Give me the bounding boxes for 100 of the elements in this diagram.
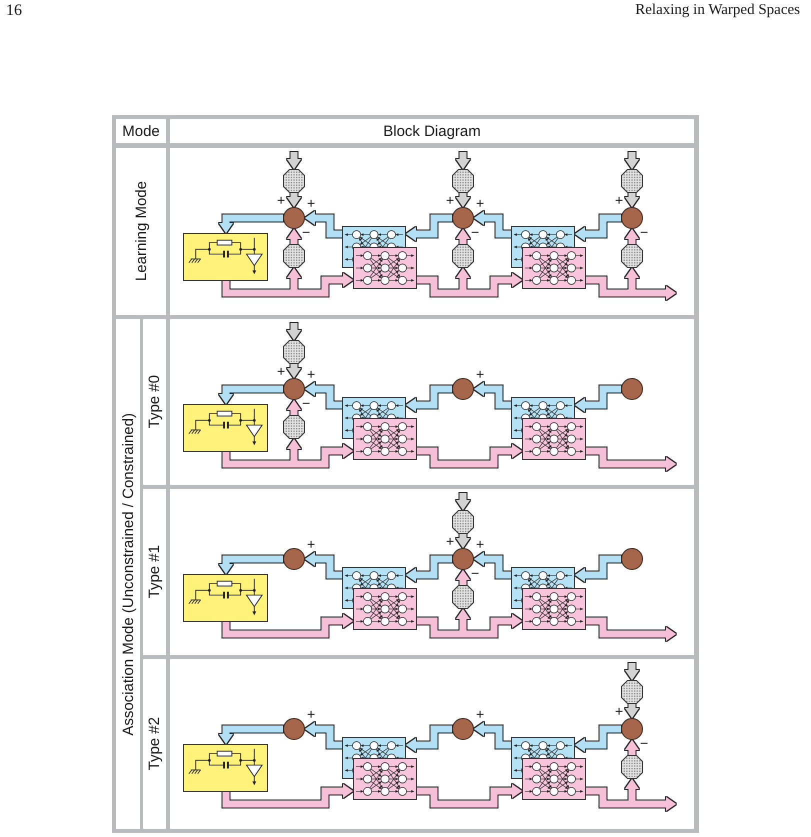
summing-junction bbox=[452, 207, 474, 229]
edge-label: + bbox=[307, 367, 316, 381]
row-header: Type #1 bbox=[146, 545, 163, 599]
arrow bbox=[406, 726, 452, 752]
arrow bbox=[406, 556, 452, 582]
octagon-node bbox=[621, 755, 643, 779]
edge-label: + bbox=[277, 364, 286, 378]
edge-label: + bbox=[615, 193, 624, 207]
summing-junction bbox=[621, 548, 643, 570]
arrow bbox=[287, 323, 301, 340]
summing-junction bbox=[452, 718, 474, 740]
octagon-node bbox=[621, 680, 643, 704]
row-header: Type #2 bbox=[146, 717, 163, 771]
arrow bbox=[305, 211, 342, 238]
edge-label: + bbox=[476, 537, 484, 551]
arrow bbox=[625, 704, 639, 718]
arrow bbox=[474, 722, 511, 748]
edge-label: + bbox=[446, 534, 454, 548]
connector-line bbox=[222, 281, 294, 296]
edge-label: + bbox=[615, 704, 624, 718]
octagon-node bbox=[621, 169, 643, 193]
arrow bbox=[417, 444, 522, 468]
column-header: Block Diagram bbox=[383, 122, 481, 140]
arrow bbox=[456, 570, 470, 585]
summing-junction bbox=[621, 378, 643, 400]
connector-line bbox=[586, 788, 632, 808]
arrow bbox=[625, 740, 639, 755]
arrow bbox=[287, 193, 301, 207]
arrow bbox=[456, 193, 470, 207]
arrow bbox=[219, 386, 283, 404]
arrow bbox=[632, 286, 676, 300]
arrow bbox=[219, 556, 283, 574]
summing-junction bbox=[283, 718, 305, 740]
octagon-node bbox=[452, 585, 474, 609]
arrow bbox=[586, 448, 676, 471]
arrow bbox=[287, 229, 301, 244]
edge-label: − bbox=[302, 396, 310, 410]
arrow bbox=[474, 382, 511, 408]
arrow bbox=[586, 618, 676, 641]
row-header: Learning Mode bbox=[132, 181, 150, 282]
arrow bbox=[305, 382, 342, 408]
summing-junction bbox=[283, 548, 305, 570]
row-header: Association Mode (Unconstrained / Constrained) bbox=[120, 412, 136, 736]
arrow bbox=[575, 726, 621, 752]
arrow bbox=[287, 364, 301, 378]
connector-line bbox=[417, 618, 463, 638]
edge-label: − bbox=[471, 566, 480, 580]
arrow bbox=[219, 726, 283, 744]
arrow bbox=[406, 386, 452, 412]
arrow bbox=[305, 552, 342, 578]
summing-junction bbox=[452, 548, 474, 570]
edge-label: − bbox=[302, 225, 310, 239]
arrow bbox=[575, 386, 621, 412]
summing-junction bbox=[452, 378, 474, 400]
octagon-node bbox=[283, 415, 305, 439]
edge-label: + bbox=[277, 193, 286, 207]
connector-line bbox=[417, 276, 463, 296]
column-header: Mode bbox=[122, 122, 160, 140]
page-number: 16 bbox=[6, 1, 22, 20]
arrow bbox=[456, 534, 470, 548]
arrow bbox=[219, 214, 283, 233]
summing-junction bbox=[621, 207, 643, 229]
connector-line bbox=[586, 276, 632, 296]
edge-label: − bbox=[640, 736, 648, 750]
octagon-node bbox=[452, 244, 474, 268]
edge-label: + bbox=[307, 196, 316, 210]
connector-line bbox=[222, 452, 294, 468]
running-header: Relaxing in Warped Spaces bbox=[635, 1, 800, 19]
arrow bbox=[222, 784, 353, 808]
octagon-node bbox=[283, 244, 305, 268]
edge-label: + bbox=[446, 193, 454, 207]
arrow bbox=[417, 784, 522, 808]
arrow bbox=[456, 152, 470, 169]
octagon-node bbox=[452, 169, 474, 193]
edge-label: + bbox=[476, 367, 484, 381]
arrow bbox=[575, 214, 621, 241]
arrow bbox=[625, 152, 639, 169]
arrow bbox=[222, 614, 353, 638]
summing-junction bbox=[283, 207, 305, 229]
arrow bbox=[287, 152, 301, 169]
edge-label: + bbox=[476, 196, 484, 210]
arrow bbox=[406, 214, 452, 241]
edge-label: − bbox=[640, 225, 648, 239]
edge-label: + bbox=[476, 707, 484, 721]
arrow bbox=[625, 193, 639, 207]
arrow bbox=[294, 444, 353, 468]
arrow bbox=[474, 552, 511, 578]
arrow bbox=[625, 663, 639, 680]
octagon-node bbox=[452, 510, 474, 534]
arrow bbox=[287, 400, 301, 415]
arrow bbox=[456, 229, 470, 244]
octagon-node bbox=[621, 244, 643, 268]
arrow bbox=[305, 722, 342, 748]
edge-label: + bbox=[307, 537, 316, 551]
arrow bbox=[294, 273, 353, 296]
arrow bbox=[575, 556, 621, 582]
summing-junction bbox=[283, 378, 305, 400]
edge-label: − bbox=[471, 225, 480, 239]
arrow bbox=[625, 229, 639, 244]
octagon-node bbox=[283, 169, 305, 193]
